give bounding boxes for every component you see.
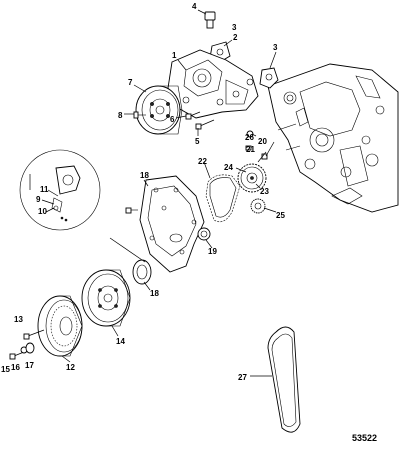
- crankshaft-seal-part: [197, 227, 211, 241]
- callout-2: 2: [233, 33, 238, 42]
- callout-15: 15: [1, 365, 10, 374]
- callout-11: 11: [40, 185, 49, 194]
- callout-23: 23: [260, 187, 269, 196]
- callout-1: 1: [172, 51, 177, 60]
- callout-16: 16: [11, 363, 20, 372]
- callout-20: 20: [258, 137, 267, 146]
- callout-12: 12: [66, 363, 75, 372]
- cover-bolt-part: [125, 207, 138, 214]
- crankshaft-sprocket-part: [250, 198, 266, 214]
- engine-block-part: [267, 63, 399, 213]
- callout-3: 3: [273, 43, 278, 52]
- callout-19: 19: [208, 247, 217, 256]
- crankshaft-pulley-part: [37, 295, 83, 357]
- callout-4: 4: [192, 2, 197, 11]
- callout-6: 6: [170, 115, 175, 124]
- callout-18: 18: [140, 171, 149, 180]
- callout-8: 8: [118, 111, 123, 120]
- reference-number: 53522: [352, 433, 377, 443]
- serpentine-belt-part: [267, 326, 301, 433]
- callout-3b: 3: [232, 23, 237, 32]
- callout-24: 24: [224, 163, 233, 172]
- pump-bolt-5-part: [195, 119, 215, 130]
- leader-lines: [29, 9, 277, 377]
- callout-21: 21: [246, 145, 255, 154]
- callout-26: 26: [245, 133, 254, 142]
- callout-labels: 1 2 3 3 4 5 6 7 8 9 10 11 12 13 14 15 16…: [1, 2, 285, 382]
- callout-17: 17: [25, 361, 34, 370]
- callout-10: 10: [38, 207, 47, 216]
- callout-27: 27: [238, 373, 247, 382]
- water-pump-gasket-right: [259, 67, 279, 89]
- pulley-bolt-part: [133, 111, 146, 119]
- callout-9: 9: [36, 195, 41, 204]
- camshaft-sprocket-part: [237, 163, 267, 193]
- timing-chain-part: [205, 174, 241, 223]
- water-pump-pulley-part: [135, 85, 183, 135]
- callout-25: 25: [276, 211, 285, 220]
- plug-part: [204, 11, 216, 29]
- callout-18b: 18: [150, 289, 159, 298]
- sensor-detail-inset: [19, 149, 101, 231]
- front-seal-part: [132, 259, 152, 285]
- harmonic-balancer-part: [81, 269, 131, 327]
- callout-22: 22: [198, 157, 207, 166]
- callout-5: 5: [195, 137, 200, 146]
- pulley-fasteners: [9, 329, 45, 360]
- timing-chain-cover-part: [139, 175, 205, 273]
- callout-7: 7: [128, 78, 133, 87]
- callout-13: 13: [14, 315, 23, 324]
- callout-14: 14: [116, 337, 125, 346]
- pump-bolt-6-part: [185, 111, 201, 120]
